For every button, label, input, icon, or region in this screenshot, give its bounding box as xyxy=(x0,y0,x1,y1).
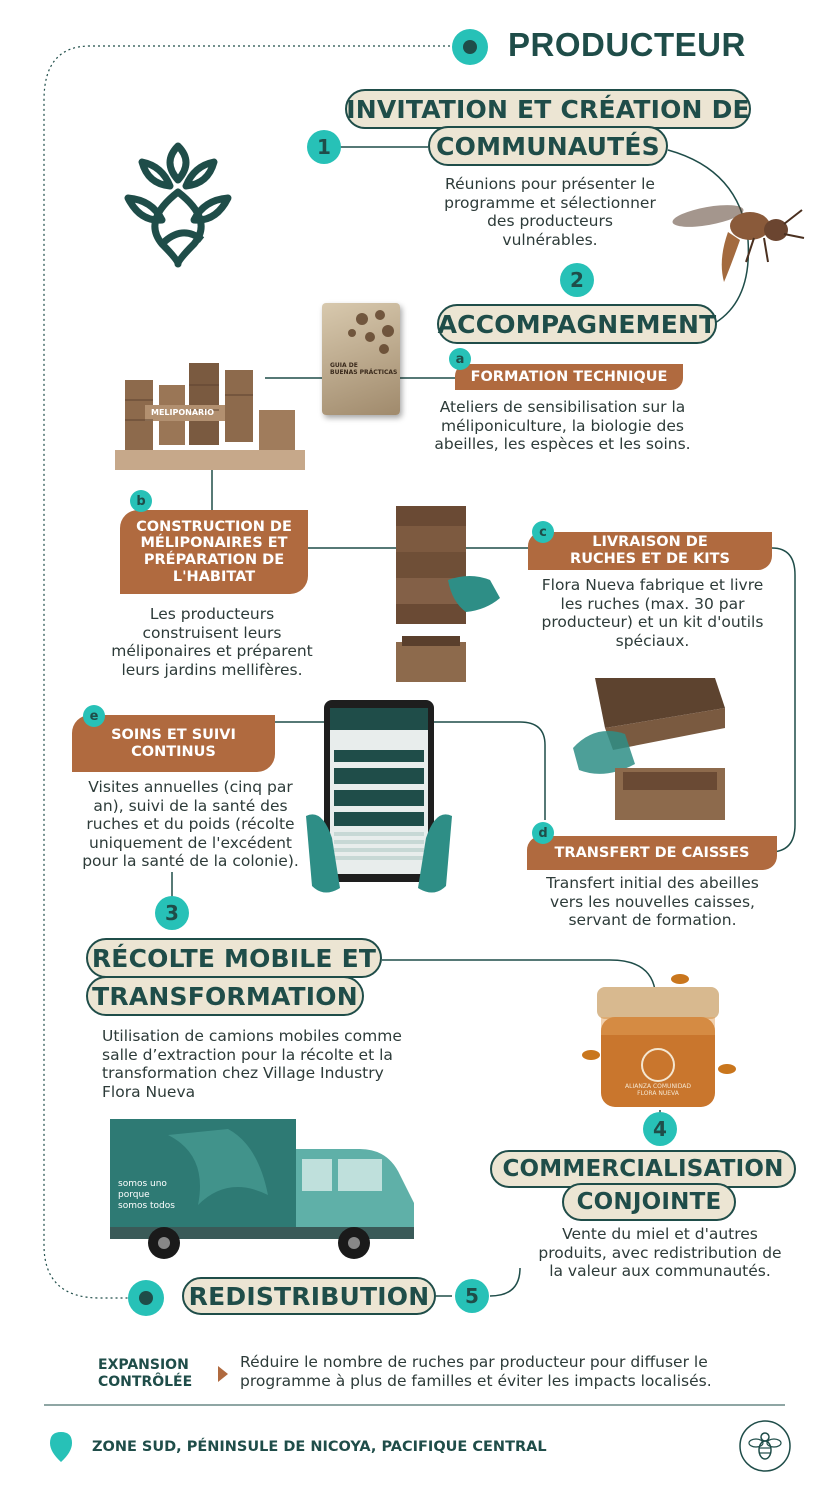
book-title-line2: BUENAS PRÁCTICAS xyxy=(330,368,398,376)
expansion-text: Réduire le nombre de ruches par producte… xyxy=(240,1353,712,1391)
location-text: ZONE SUD, PÉNINSULE DE NICOYA, PACIFIQUE… xyxy=(92,1439,547,1455)
step-5-number: 5 xyxy=(455,1279,489,1313)
truck-text-line1: somos uno xyxy=(118,1179,167,1189)
step-4-title-line1: COMMERCIALISATION xyxy=(490,1150,796,1188)
book-title-line1: GUIA DE xyxy=(330,362,358,369)
substep-e-letter: e xyxy=(83,705,105,727)
mobile-truck-photo: somos uno porque somos todos xyxy=(108,1115,420,1265)
hive-boxes-photo xyxy=(390,502,510,687)
step-1-title-line1: INVITATION ET CRÉATION DE xyxy=(345,89,751,129)
substep-a-title: FORMATION TECHNIQUE xyxy=(455,364,683,390)
monitoring-tablet-photo xyxy=(304,698,454,903)
jar-label-line2: FLORA NUEVA xyxy=(637,1090,679,1098)
step-4-number: 4 xyxy=(643,1112,677,1146)
bee-icon xyxy=(739,1420,791,1472)
step-4-title-line2: CONJOINTE xyxy=(562,1183,736,1221)
substep-d-letter: d xyxy=(532,822,554,844)
header-dot xyxy=(452,29,488,65)
arrow-right-icon xyxy=(218,1366,228,1382)
substep-d-title: TRANSFERT DE CAISSES xyxy=(527,836,777,870)
substep-b-letter: b xyxy=(130,490,152,512)
truck-text-line2: porque xyxy=(118,1189,150,1200)
location-pin-icon xyxy=(50,1432,72,1462)
page-title: PRODUCTEUR xyxy=(508,26,746,63)
meliponario-photo: MELIPONARIO xyxy=(115,355,305,473)
step-1-title-line2: COMMUNAUTÉS xyxy=(428,126,668,166)
truck-text-line3: somos todos xyxy=(118,1200,175,1211)
redistribution-dot xyxy=(128,1280,164,1316)
honey-jar-photo: ALIANZA COMUNIDAD FLORA NUEVA xyxy=(575,965,750,1115)
meliponario-sign: MELIPONARIO xyxy=(151,408,214,417)
step-2-title: ACCOMPAGNEMENT xyxy=(437,304,717,344)
substep-c-letter: c xyxy=(532,521,554,543)
jar-label-line1: ALIANZA COMUNIDAD xyxy=(625,1083,691,1090)
stingless-bee-photo xyxy=(672,205,805,282)
good-practices-guide-photo: GUIA DE BUENAS PRÁCTICAS xyxy=(322,303,400,415)
substep-a-letter: a xyxy=(449,348,471,370)
step-2-number: 2 xyxy=(560,263,594,297)
step-3-title-line1: RÉCOLTE MOBILE ET xyxy=(86,938,382,978)
box-transfer-photo xyxy=(565,668,735,830)
step-1-number: 1 xyxy=(307,130,341,164)
step-3-title-line2: TRANSFORMATION xyxy=(86,976,364,1016)
step-5-title: REDISTRIBUTION xyxy=(182,1277,436,1315)
step-3-number: 3 xyxy=(155,896,189,930)
flora-nueva-logo-icon xyxy=(124,142,232,268)
